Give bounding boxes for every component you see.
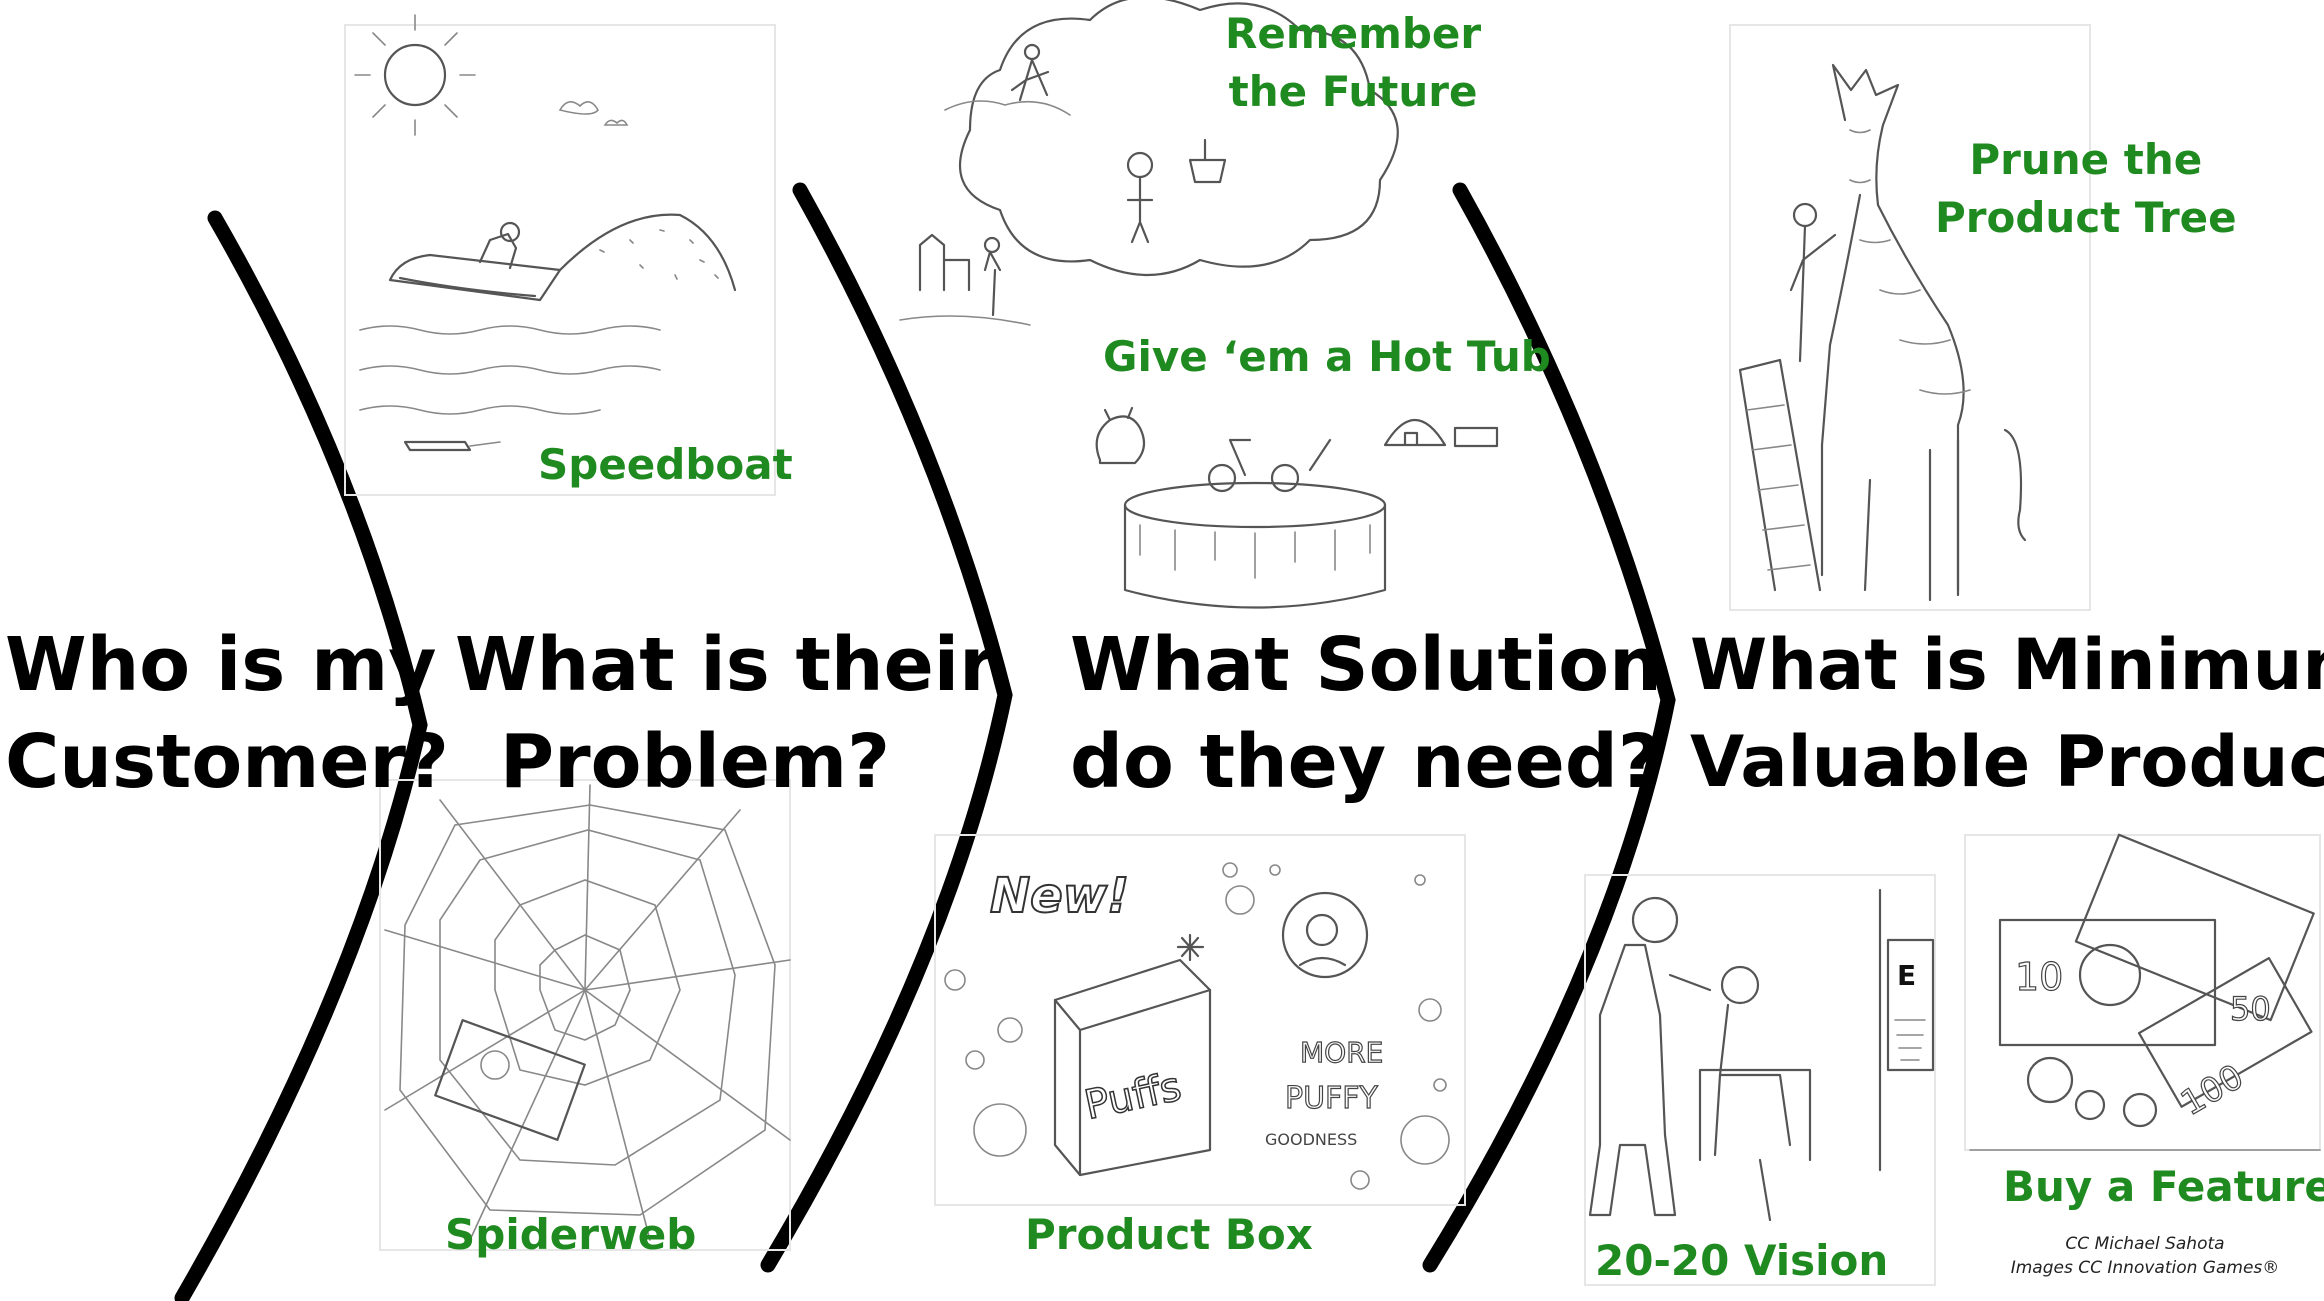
- bill-100-text: 100: [2174, 1057, 2250, 1124]
- box-more-text: MORE: [1300, 1036, 1383, 1069]
- stage-question-solution: What Solution do they need?: [1070, 617, 1662, 811]
- remember-future-illustration: [899, 0, 1399, 326]
- bill-10-text: 10: [2015, 955, 2063, 999]
- game-label-buy-feature: Buy a Feature: [2003, 1162, 2324, 1211]
- question-line: What is Minimum: [1690, 624, 2324, 706]
- label-line: Product Tree: [1935, 193, 2237, 242]
- box-goodness-text: GOODNESS: [1265, 1130, 1357, 1149]
- game-label-prune-tree: Prune the Product Tree: [1935, 131, 2237, 247]
- label-line: Prune the: [1969, 135, 2203, 184]
- hot-tub-illustration: [1095, 406, 1499, 609]
- game-label-product-box: Product Box: [1025, 1210, 1313, 1259]
- game-label-remember-future: Remember the Future: [1225, 5, 1481, 121]
- question-line: Who is my: [5, 622, 437, 708]
- question-line: What is their: [455, 622, 996, 708]
- credit-line: Images CC Innovation Games®: [2010, 1258, 2280, 1278]
- box-new-text: New!: [990, 868, 1129, 924]
- question-line: Problem?: [499, 719, 891, 805]
- bill-50-text: 50: [2230, 990, 2271, 1028]
- chevron-divider-3: [1422, 182, 1676, 1273]
- eye-chart-letter: E: [1897, 959, 1916, 992]
- vision-illustration: [1584, 874, 1936, 1286]
- label-line: Remember: [1225, 9, 1482, 58]
- product-box-illustration: [934, 834, 1466, 1206]
- stage-question-mvp: What is Minimum Valuable Product?: [1690, 617, 2324, 811]
- prune-tree-illustration: [1729, 24, 2091, 611]
- spiderweb-illustration: [379, 779, 791, 1251]
- game-label-hot-tub: Give ‘em a Hot Tub: [1103, 332, 1551, 381]
- credit-line: CC Michael Sahota: [2065, 1234, 2225, 1254]
- buy-feature-illustration: [1964, 833, 2321, 1151]
- box-puffs-text: Puffs: [1081, 1064, 1186, 1129]
- chevron-divider-2: [760, 182, 1013, 1273]
- question-line: What Solution: [1070, 622, 1662, 708]
- question-line: do they need?: [1070, 719, 1661, 805]
- speedboat-illustration: [344, 14, 776, 496]
- chevron-divider-1: [174, 210, 428, 1301]
- question-line: Customer?: [5, 719, 449, 805]
- box-puffy-text: PUFFY: [1285, 1081, 1379, 1116]
- stage-question-problem: What is their Problem?: [455, 617, 996, 811]
- game-label-speedboat: Speedboat: [538, 440, 793, 489]
- game-label-spiderweb: Spiderweb: [445, 1210, 697, 1259]
- game-label-vision: 20-20 Vision: [1595, 1236, 1889, 1285]
- label-line: the Future: [1228, 67, 1478, 116]
- image-credits: CC Michael Sahota Images CC Innovation G…: [1985, 1232, 2305, 1280]
- question-line: Valuable Product?: [1690, 721, 2324, 803]
- stage-question-customer: Who is my Customer?: [5, 617, 449, 811]
